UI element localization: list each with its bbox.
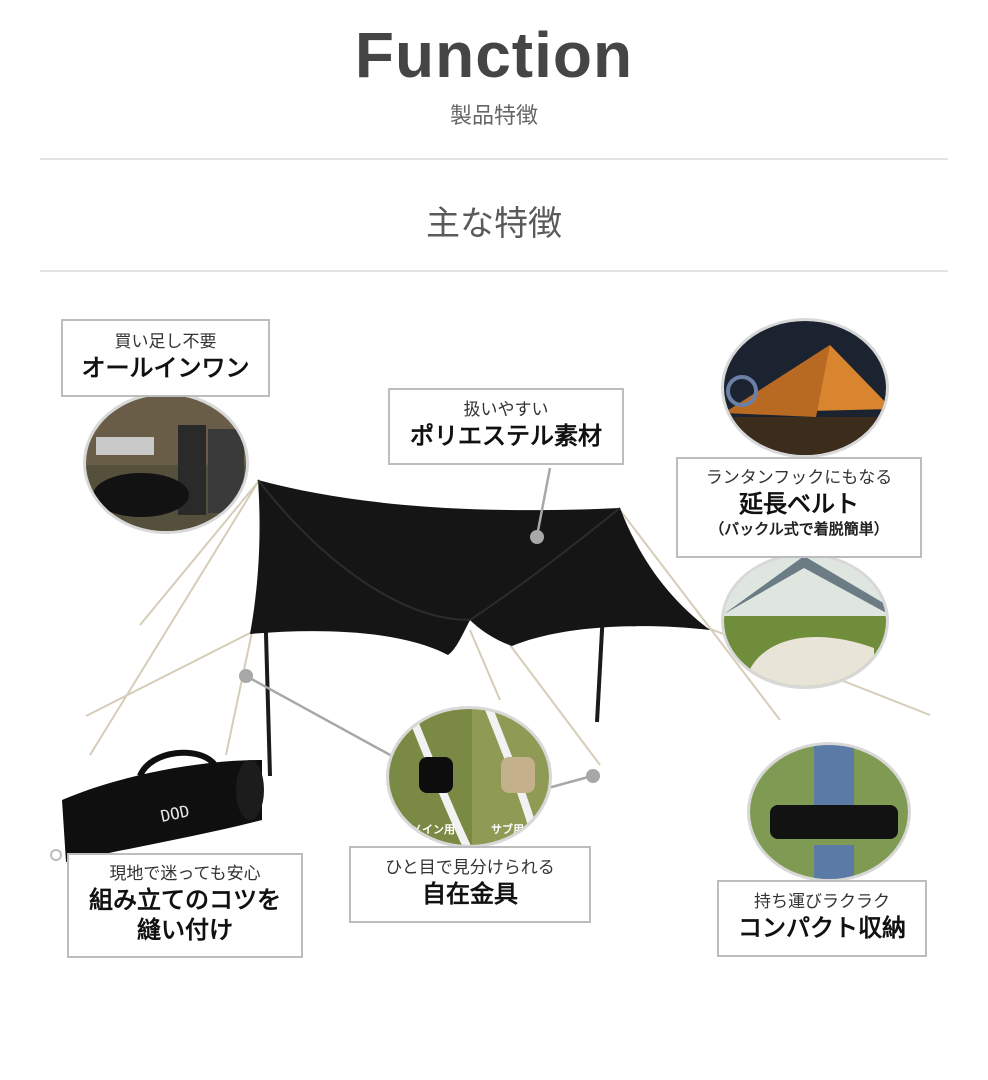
- feature-belt-note: ランタンフックにもなる: [705, 468, 893, 488]
- divider-top: [40, 158, 948, 160]
- feature-compact: 持ち運びラクラク コンパクト収納: [717, 880, 927, 957]
- caption-main: メイン用: [411, 823, 455, 836]
- page-title: Function: [354, 19, 634, 91]
- feature-all-in-one-title: オールインワン: [81, 354, 250, 382]
- divider-bottom: [40, 270, 948, 272]
- feature-sewing-title-2: 縫い付け: [137, 916, 233, 944]
- feature-extension-belt: ランタンフックにもなる 延長ベルト （バックル式で着脱簡単）: [676, 457, 922, 558]
- feature-compact-title: コンパクト収納: [738, 914, 906, 942]
- feature-polyester-note: 扱いやすい: [463, 400, 549, 420]
- section-title: 主な特徴: [426, 204, 562, 244]
- photo-tarp-camp: [721, 553, 889, 689]
- feature-fitting: ひと目で見分けられる 自在金具: [349, 846, 591, 923]
- photo-carry-bag: [747, 742, 911, 882]
- feature-belt-title: 延長ベルト: [739, 490, 859, 518]
- feature-polyester: 扱いやすい ポリエステル素材: [388, 388, 624, 465]
- page-subtitle: 製品特徴: [449, 104, 538, 129]
- caption-sub: サブ用: [491, 823, 524, 836]
- feature-fitting-note: ひと目で見分けられる: [385, 858, 555, 878]
- feature-polyester-title: ポリエステル素材: [410, 422, 602, 450]
- feature-fitting-title: 自在金具: [422, 880, 518, 908]
- photo-tarp-night: [721, 318, 889, 458]
- feature-sewn-instructions: 現地で迷っても安心 組み立てのコツを 縫い付け: [67, 853, 303, 958]
- feature-all-in-one: 買い足し不要 オールインワン: [61, 319, 270, 397]
- feature-compact-note: 持ち運びラクラク: [754, 892, 890, 912]
- feature-sewing-note: 現地で迷っても安心: [109, 864, 261, 884]
- photo-kit-contents: [83, 392, 249, 534]
- feature-all-in-one-note: 買い足し不要: [114, 332, 217, 352]
- feature-sewing-title: 組み立てのコツを: [89, 886, 281, 914]
- photo-fittings: メイン用 サブ用: [386, 706, 552, 848]
- feature-belt-subnote: （バックル式で着脱簡単）: [709, 520, 889, 538]
